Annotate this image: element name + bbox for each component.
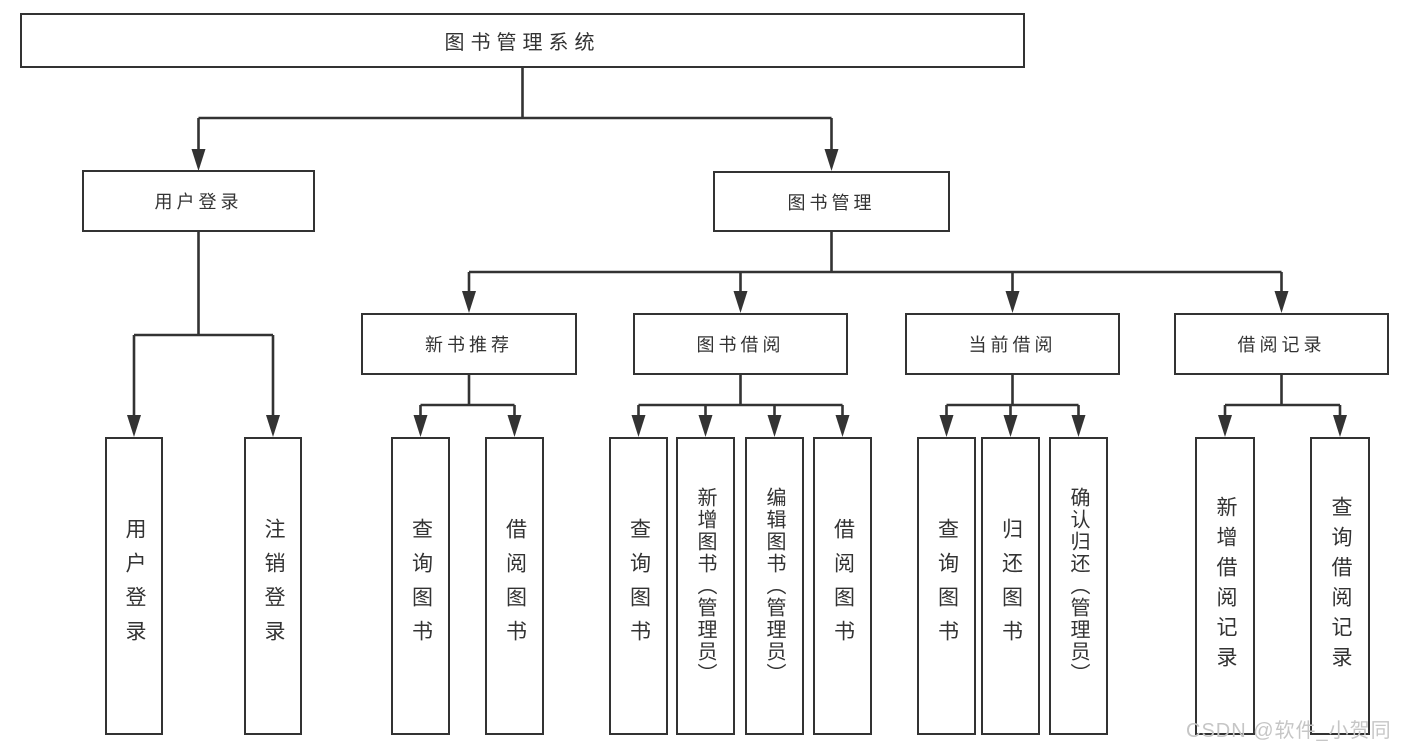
leaf-borrow-book: 借阅图书 <box>813 437 872 735</box>
node-user-login-module: 用户登录 <box>82 170 315 232</box>
node-new-book-recommendation: 新书推荐 <box>361 313 577 375</box>
leaf-borrow-book-recommend: 借阅图书 <box>485 437 544 735</box>
leaf-query-book-borrow: 查询图书 <box>609 437 668 735</box>
node-library-management-system: 图书管理系统 <box>20 13 1025 68</box>
leaf-add-borrow-record: 新增借阅记录 <box>1195 437 1255 735</box>
node-book-borrowing: 图书借阅 <box>633 313 848 375</box>
leaf-query-book-current: 查询图书 <box>917 437 976 735</box>
leaf-confirm-return-admin: 确认归还（管理员） <box>1049 437 1108 735</box>
node-book-management: 图书管理 <box>713 171 950 232</box>
leaf-query-book-recommend: 查询图书 <box>391 437 450 735</box>
csdn-watermark: CSDN @软件_小贺同学 <box>1186 720 1392 742</box>
node-current-borrowing: 当前借阅 <box>905 313 1120 375</box>
leaf-return-book: 归还图书 <box>981 437 1040 735</box>
leaf-query-borrow-record: 查询借阅记录 <box>1310 437 1370 735</box>
leaf-logout: 注销登录 <box>244 437 302 735</box>
leaf-add-book-admin: 新增图书（管理员） <box>676 437 735 735</box>
node-borrowing-records: 借阅记录 <box>1174 313 1389 375</box>
leaf-user-login: 用户登录 <box>105 437 163 735</box>
leaf-edit-book-admin: 编辑图书（管理员） <box>745 437 804 735</box>
